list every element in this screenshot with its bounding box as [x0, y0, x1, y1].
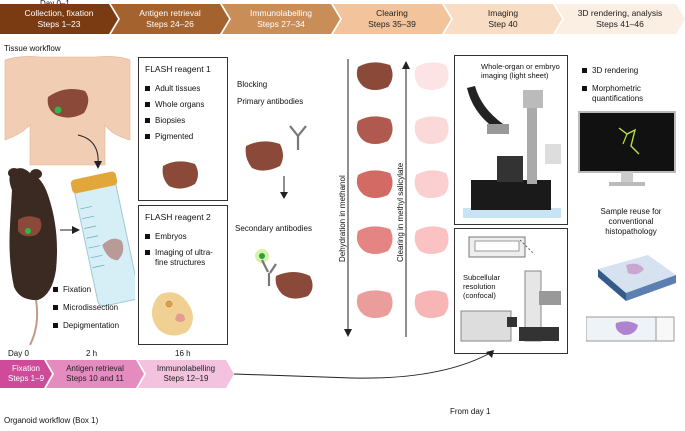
stage-name-6: 3D rendering, analysis: [577, 8, 663, 18]
reagent1-item: Whole organs: [145, 100, 204, 110]
from-day-label: From day 1: [450, 407, 491, 416]
confocal-microscope-icon: [460, 236, 561, 342]
stage-steps-4: Steps 35–39: [368, 19, 416, 29]
specimen-illustration: [4, 56, 135, 346]
stage-steps-3: Steps 27–34: [257, 19, 305, 29]
organoid-stage-time-2: 2 h: [86, 349, 98, 358]
stage-name-5: Imaging: [487, 8, 519, 18]
stage-name-3: Immunolabelling: [250, 8, 312, 18]
primary-antibodies-label: Primary antibodies: [237, 97, 304, 106]
organoid-arrow: [233, 350, 494, 379]
histopathology-illustration: [586, 255, 676, 342]
analysis-bullet-morpho: Morphometric quantifications: [582, 84, 684, 104]
lightsheet-box: Whole-organ or embryo imaging (light she…: [454, 55, 568, 225]
stage-chevron-3: Immunolabelling Steps 27–34: [222, 4, 340, 34]
reagent1-title: FLASH reagent 1: [145, 64, 211, 74]
stage-chevron-1: Collection, fixation Steps 1–23: [0, 4, 118, 34]
stage-steps-1: Steps 1–23: [37, 19, 81, 29]
confocal-box: Subcellular resolution (confocal): [454, 228, 568, 354]
organoid-stage-name-2: Antigen retrieval: [66, 364, 124, 373]
analysis-bullet-3d: 3D rendering: [582, 66, 638, 76]
blocking-label: Blocking: [237, 80, 268, 89]
secondary-antibodies-label: Secondary antibodies: [235, 224, 312, 233]
mouse-bullet-microdissection: Microdissection: [53, 303, 118, 313]
clearing-label: Clearing in methyl salicylate: [396, 162, 405, 262]
mouse-bullet-fixation: Fixation: [53, 285, 91, 295]
stage-chevron-6: 3D rendering, analysis Steps 41–46: [555, 4, 685, 34]
reuse-label: Sample reuse for conventional histopatho…: [600, 207, 662, 236]
reagent1-item: Pigmented: [145, 132, 204, 142]
stage-chevron-4: Clearing Steps 35–39: [333, 4, 451, 34]
stage-chevron-2: Antigen retrieval Steps 24–26: [111, 4, 229, 34]
organoid-stage-name-3: Immunolabelling: [156, 364, 216, 373]
stage-steps-5: Step 40: [488, 19, 518, 29]
reagent1-item: Adult tissues: [145, 84, 204, 94]
confocal-label: Subcellular resolution (confocal): [463, 273, 501, 300]
immunolabelling-illustration: [245, 125, 313, 299]
stage-chevron-5: Imaging Step 40: [444, 4, 562, 34]
mouse-bullet-depigmentation: Depigmentation: [53, 321, 119, 331]
organoid-chevron-3: Immunolabelling Steps 12–19: [138, 360, 234, 388]
reagent2-title: FLASH reagent 2: [145, 212, 211, 222]
reagent1-box: FLASH reagent 1 Adult tissues Whole orga…: [138, 57, 228, 201]
stage-steps-2: Steps 24–26: [146, 19, 194, 29]
organoid-stage-name-1: Fixation: [11, 364, 40, 373]
organoid-stage-steps-2: Steps 10 and 11: [66, 374, 124, 383]
dehydration-label: Dehydration in methanol: [338, 175, 347, 262]
organoid-workflow-label: Organoid workflow (Box 1): [4, 416, 99, 425]
embryo-icon: [151, 292, 193, 336]
lightsheet-microscope-icon: [463, 86, 561, 218]
reagent2-item: Embryos: [145, 232, 221, 242]
organoid-chevron-1: Fixation Steps 1–9: [0, 360, 52, 388]
reagent1-liver-icon: [162, 161, 198, 189]
zoom-connector: [520, 240, 535, 255]
tissue-workflow-label: Tissue workflow: [4, 44, 61, 53]
stage-name-4: Clearing: [376, 8, 408, 18]
organoid-chevron-2: Antigen retrieval Steps 10 and 11: [46, 360, 144, 388]
stage-name-2: Antigen retrieval: [139, 8, 201, 18]
organoid-stage-steps-3: Steps 12–19: [163, 374, 209, 383]
reagent1-item: Biopsies: [145, 116, 204, 126]
reagent2-list: Embryos Imaging of ultra-fine structures: [145, 232, 221, 274]
stage-name-1: Collection, fixation: [24, 8, 94, 18]
reagent1-list: Adult tissues Whole organs Biopsies Pigm…: [145, 84, 204, 148]
organoid-stage-time-1: Day 0: [8, 349, 29, 358]
reagent2-box: FLASH reagent 2 Embryos Imaging of ultra…: [138, 205, 228, 345]
organoid-stage-time-3: 16 h: [175, 349, 191, 358]
clearing-illustration: [344, 59, 449, 337]
organoid-stage-steps-1: Steps 1–9: [7, 374, 45, 383]
reagent2-item: Imaging of ultra-fine structures: [145, 248, 221, 268]
stage-steps-6: Steps 41–46: [596, 19, 644, 29]
monitor-illustration: [578, 111, 676, 186]
lightsheet-label: Whole-organ or embryo imaging (light she…: [481, 62, 560, 80]
